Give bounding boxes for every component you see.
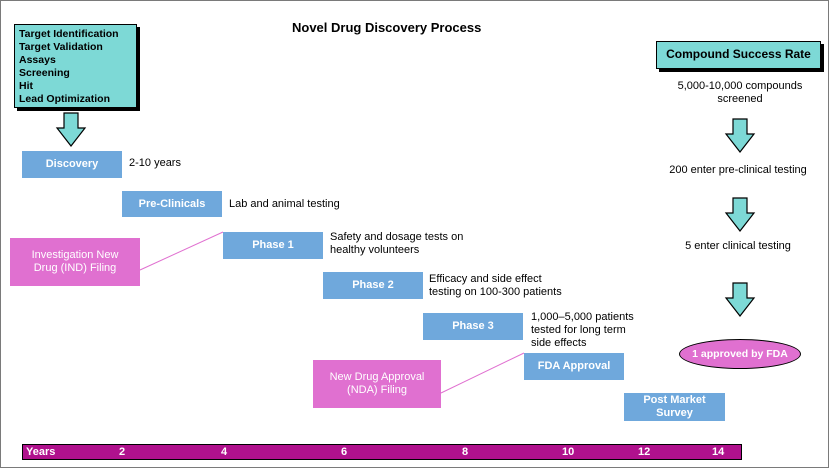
nda-connector-line bbox=[440, 352, 525, 394]
description-line: 1,000–5,000 patients bbox=[531, 311, 634, 323]
years-axis-bar: Years 2 4 6 8 10 12 14 bbox=[22, 444, 742, 460]
ind-connector-line bbox=[139, 231, 224, 271]
success-step: 5,000-10,000 compounds screened bbox=[660, 80, 820, 106]
target-line: Target Identification bbox=[19, 28, 119, 40]
target-line: Assays bbox=[19, 54, 56, 66]
years-axis-tick: 6 bbox=[341, 446, 348, 458]
success-step-line: 5,000-10,000 compounds bbox=[677, 80, 803, 92]
phase-label-line: Post Market bbox=[643, 394, 706, 406]
filing-line: Investigation New bbox=[31, 249, 119, 261]
down-arrow-icon bbox=[724, 197, 756, 232]
compound-success-rate-box: Compound Success Rate bbox=[656, 41, 821, 69]
down-arrow-icon bbox=[724, 118, 756, 153]
years-axis-tick: 4 bbox=[221, 446, 228, 458]
success-step-line: 5 enter clinical testing bbox=[685, 240, 791, 252]
filing-line: Drug (IND) Filing bbox=[33, 262, 117, 274]
phase-description: Safety and dosage tests on healthy volun… bbox=[330, 231, 463, 257]
success-step-line: screened bbox=[717, 93, 763, 105]
phase-pre-clinicals: Pre-Clinicals bbox=[122, 191, 222, 217]
years-axis-tick: 10 bbox=[562, 446, 575, 458]
success-step: 200 enter pre-clinical testing bbox=[652, 164, 824, 177]
description-line: tested for long term bbox=[531, 324, 626, 336]
description-line: side effects bbox=[531, 337, 587, 349]
phase-label-line: Survey bbox=[656, 407, 693, 419]
down-arrow-icon bbox=[55, 112, 87, 147]
phase-fda-approval: FDA Approval bbox=[524, 353, 624, 380]
phase-1: Phase 1 bbox=[223, 232, 323, 259]
phase-description: 2-10 years bbox=[129, 157, 181, 169]
years-axis-tick: 2 bbox=[119, 446, 126, 458]
years-axis-tick: 14 bbox=[712, 446, 725, 458]
target-line: Screening bbox=[19, 67, 70, 79]
target-line: Lead Optimization bbox=[19, 93, 111, 105]
approved-by-fda-oval: 1 approved by FDA bbox=[679, 339, 801, 369]
years-axis-tick: 8 bbox=[462, 446, 469, 458]
down-arrow-icon bbox=[724, 282, 756, 317]
description-line: testing on 100-300 patients bbox=[429, 286, 562, 298]
diagram-title: Novel Drug Discovery Process bbox=[292, 20, 482, 35]
success-step-line: 200 enter pre-clinical testing bbox=[669, 164, 807, 176]
description-line: Efficacy and side effect bbox=[429, 273, 542, 285]
target-line: Hit bbox=[19, 80, 33, 92]
years-axis-tick: 12 bbox=[638, 446, 651, 458]
phase-description: Lab and animal testing bbox=[229, 198, 340, 210]
filing-line: New Drug Approval bbox=[329, 371, 425, 383]
phase-post-market-survey: Post Market Survey bbox=[624, 393, 725, 421]
filing-line: (NDA) Filing bbox=[347, 384, 407, 396]
target-activities-box: Target Identification Target Validation … bbox=[14, 24, 137, 108]
phase-description: 1,000–5,000 patients tested for long ter… bbox=[531, 311, 634, 350]
years-axis-label: Years bbox=[26, 446, 56, 458]
phase-3: Phase 3 bbox=[423, 313, 523, 340]
target-line: Target Validation bbox=[19, 41, 103, 53]
phase-discovery: Discovery bbox=[22, 151, 122, 178]
phase-description: Efficacy and side effect testing on 100-… bbox=[429, 273, 562, 299]
nda-filing-box: New Drug Approval (NDA) Filing bbox=[313, 360, 441, 408]
ind-filing-box: Investigation New Drug (IND) Filing bbox=[10, 238, 140, 286]
phase-2: Phase 2 bbox=[323, 272, 423, 299]
description-line: healthy volunteers bbox=[330, 244, 420, 256]
description-line: Safety and dosage tests on bbox=[330, 231, 464, 243]
success-step: 5 enter clinical testing bbox=[652, 240, 824, 253]
